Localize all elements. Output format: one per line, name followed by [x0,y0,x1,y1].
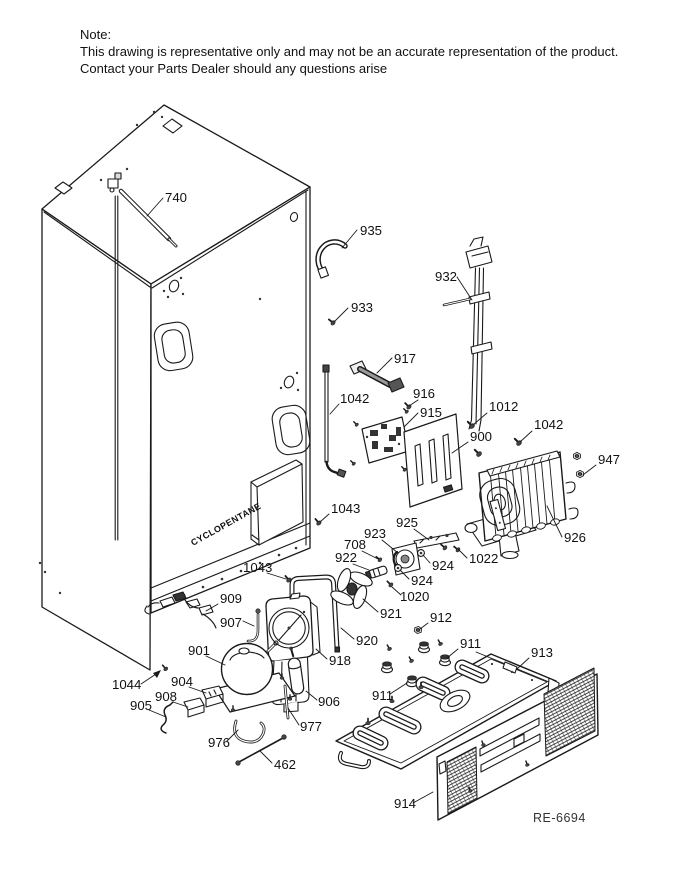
part-740-fill-tube [107,172,178,541]
part-911-grommets [380,638,452,688]
drawing-number: RE-6694 [533,811,586,825]
callout-976: 976 [208,735,230,750]
back-face-marks [162,212,300,392]
part-906-dryer [287,646,305,695]
callout-977: 977 [300,719,322,734]
callout-913: 913 [531,645,553,660]
part-913-base-pan [335,651,560,770]
leader-lines [140,197,597,804]
callout-907: 907 [220,615,242,630]
callout-905: 905 [130,698,152,713]
part-935-clamp [315,239,348,279]
callout-926: 926 [564,530,586,545]
callout-933: 933 [351,300,373,315]
note-heading: Note: [80,27,112,42]
callout-908: 908 [155,689,177,704]
handle-pocket-lower [271,404,311,456]
part-904-relay [201,685,224,708]
callout-914: 914 [394,796,416,811]
part-1042-tube [322,364,347,478]
note-block: Note: This drawing is representative onl… [80,26,618,77]
callout-900: 900 [470,429,492,444]
callout-920: 920 [356,633,378,648]
part-947-nuts [572,451,585,479]
callout-924-a: 924 [432,558,454,573]
callout-921: 921 [380,606,402,621]
part-909-harness [144,591,217,629]
part-915-control-board [348,406,410,473]
callout-740: 740 [165,190,187,205]
part-908-capacitor [183,697,205,718]
part-1022-screws [438,541,462,554]
part-907-tube [246,608,261,643]
callout-1012: 1012 [489,399,518,414]
part-462-rod [235,734,287,766]
callout-912: 912 [430,610,452,625]
callout-924-b: 924 [411,573,433,588]
part-926-condenser [464,450,579,560]
part-905-wire-clip [160,701,174,734]
part-900-cover [403,413,463,508]
part-912-nut [413,625,423,635]
part-901-compressor [214,640,296,713]
callout-906: 906 [318,694,340,709]
part-708-screw [374,554,384,564]
callout-1043-a: 1043 [331,501,360,516]
callout-923: 923 [364,526,386,541]
callout-708: 708 [344,537,366,552]
callout-1042-tube: 1042 [340,391,369,406]
callout-904: 904 [171,674,193,689]
note-line-1: This drawing is representative only and … [80,44,619,59]
refrigerator-cabinet: CYCLOPENTANE [38,104,311,671]
note-line-2: Contact your Parts Dealer should any que… [80,61,388,76]
callout-918: 918 [329,653,351,668]
part-1044-screw [160,663,170,673]
callout-932: 932 [435,269,457,284]
part-914-rear-cover [436,667,599,821]
callout-909: 909 [220,591,242,606]
callout-911-a: 911 [460,636,481,651]
callout-925: 925 [396,515,418,530]
callout-numbers: 740 935 932 933 917 916 1042 915 1012 90… [112,190,620,811]
machine-compartment-recess [250,459,304,546]
part-917-rail [349,360,405,393]
callout-1020: 1020 [400,589,429,604]
callout-1044: 1044 [112,677,141,692]
callout-1022: 1022 [469,551,498,566]
part-932-tube-assembly [442,236,493,432]
callout-1042-screw: 1042 [534,417,563,432]
callout-901: 901 [188,643,210,658]
callout-911-b: 911 [372,688,393,703]
callout-462: 462 [274,757,296,772]
callout-917: 917 [394,351,416,366]
part-925-bracket [413,532,460,549]
top-face-holes [54,110,183,195]
part-921-fan-blade [330,568,373,609]
callout-947: 947 [598,452,620,467]
callout-922: 922 [335,550,357,565]
part-977-tube [283,684,290,720]
part-976-tube [233,719,266,744]
part-920-tube [289,574,341,653]
callout-935: 935 [360,223,382,238]
handle-pocket-upper [153,321,194,372]
callout-916: 916 [413,386,435,401]
part-1020-screw [384,578,395,589]
callout-915: 915 [420,405,442,420]
callout-1043-b: 1043 [243,560,272,575]
